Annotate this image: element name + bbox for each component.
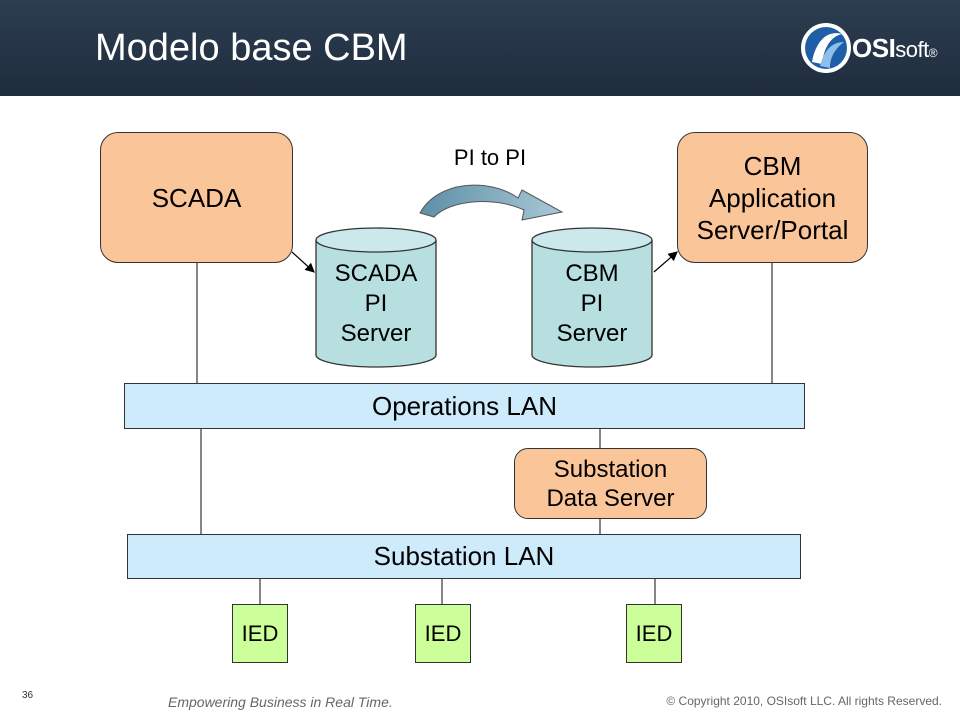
cbm-pi-server-label: CBM PI Server — [556, 260, 628, 347]
pi-to-pi-label: PI to PI — [453, 145, 527, 170]
cbm-application-label: CBM Application Server/Portal — [696, 150, 849, 245]
operations-lan-label: Operations LAN — [372, 390, 557, 421]
arrow-cbm-pi-to-cbm-app — [653, 251, 678, 273]
footer-tagline: Empowering Business in Real Time. — [168, 694, 393, 710]
substation-data-server-box: Substation Data Server — [514, 448, 707, 519]
scada-box: SCADA — [100, 132, 293, 263]
cbm-pi-cylinder — [531, 227, 653, 368]
substation-lan-bar: Substation LAN — [127, 534, 801, 579]
logo-brand-rest: soft — [895, 37, 929, 62]
osisoft-logo: OSIsoft® — [798, 18, 948, 78]
slide-title: Modelo base CBM — [95, 27, 408, 69]
arrow-scada-to-scada-pi — [291, 251, 315, 273]
ied-box-2: IED — [415, 604, 471, 663]
footer-copyright: © Copyright 2010, OSIsoft LLC. All right… — [666, 694, 942, 708]
slide-header: Modelo base CBM OSIsoft® — [0, 0, 960, 96]
pi-to-pi-curved-arrow — [419, 184, 564, 221]
scada-label: SCADA — [151, 182, 242, 213]
cbm-application-box: CBM Application Server/Portal — [677, 132, 868, 263]
osisoft-swirl-icon — [801, 23, 851, 73]
substation-lan-label: Substation LAN — [373, 541, 555, 571]
logo-mark: ® — [928, 46, 938, 60]
page-number: 36 — [22, 690, 34, 701]
logo-brand-bold: OSI — [852, 33, 896, 63]
ied-label-1: IED — [241, 620, 279, 646]
scada-pi-server-label: SCADA PI Server — [334, 260, 418, 347]
scada-pi-cylinder — [315, 227, 437, 368]
substation-data-server-label: Substation Data Server — [546, 455, 675, 512]
ied-box-3: IED — [626, 604, 682, 663]
osisoft-wordmark: OSIsoft® — [852, 32, 938, 69]
ied-box-1: IED — [232, 604, 288, 663]
operations-lan-bar: Operations LAN — [124, 383, 805, 429]
ied-label-2: IED — [424, 620, 462, 646]
ied-label-3: IED — [635, 620, 673, 646]
